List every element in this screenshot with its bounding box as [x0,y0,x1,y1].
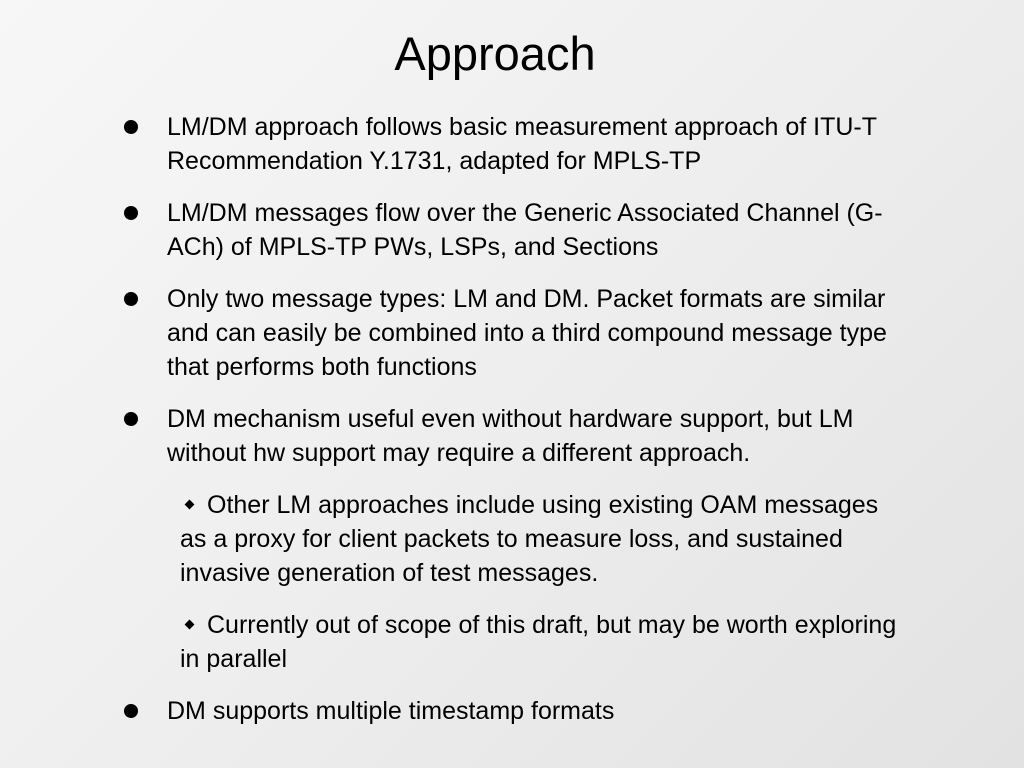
sub-bullet-container: Other LM approaches include using existi… [120,488,920,676]
bullet-dot-icon [124,292,138,306]
bullet-list: LM/DM approach follows basic measurement… [120,110,920,746]
diamond-bullet-icon [184,619,195,630]
bullet-text: LM/DM approach follows basic measurement… [167,113,877,175]
bullet-text: Only two message types: LM and DM. Packe… [167,285,887,381]
bullet-dot-icon [124,704,138,718]
sub-bullet-text: Other LM approaches include using existi… [180,491,879,587]
sub-bullet-text: Currently out of scope of this draft, bu… [180,611,897,673]
bullet-item: LM/DM approach follows basic measurement… [120,110,920,178]
diamond-bullet-icon [184,499,195,510]
bullet-text: DM mechanism useful even without hardwar… [167,405,854,467]
bullet-text: LM/DM messages flow over the Generic Ass… [167,199,883,261]
sub-bullet-item: Other LM approaches include using existi… [120,488,900,590]
bullet-item: LM/DM messages flow over the Generic Ass… [120,196,920,264]
bullet-dot-icon [124,120,138,134]
slide-title: Approach [394,27,596,80]
bullet-item: DM mechanism useful even without hardwar… [120,402,920,470]
bullet-dot-icon [124,412,138,426]
bullet-item: DM supports multiple timestamp formats [120,694,920,728]
sub-bullet-list: Other LM approaches include using existi… [120,488,920,676]
bullet-text: DM supports multiple timestamp formats [167,697,615,725]
sub-bullet-item: Currently out of scope of this draft, bu… [120,608,900,676]
bullet-item: Only two message types: LM and DM. Packe… [120,282,920,384]
bullet-dot-icon [124,206,138,220]
